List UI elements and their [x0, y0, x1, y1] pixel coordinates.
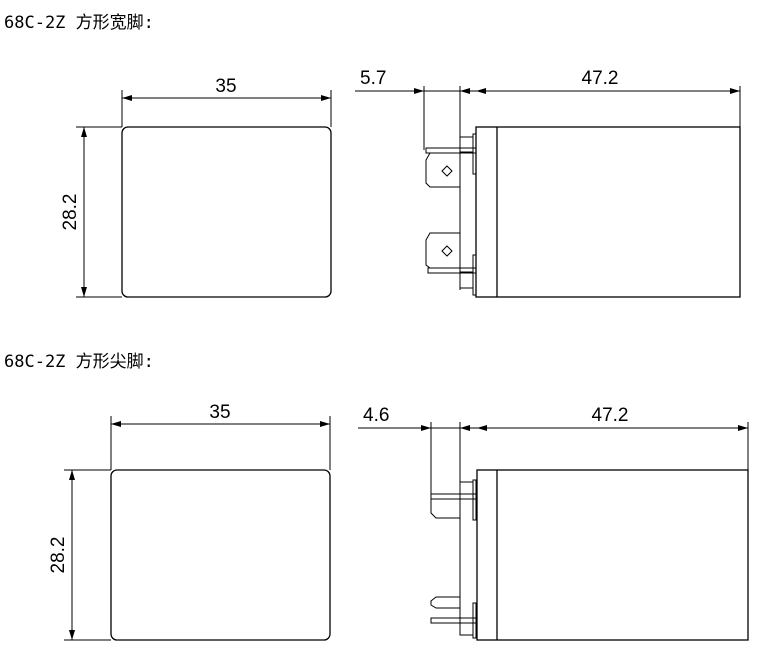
pin-offset-dimension: 5.7: [360, 68, 386, 89]
height-dimension: 28.2: [48, 537, 69, 574]
width-dimension: 35: [209, 402, 230, 423]
section-title-wide-pin: 68C-2Z 方形宽脚:: [4, 13, 154, 33]
front-view-pointed-pin: 35 28.2: [48, 402, 331, 641]
length-dimension: 47.2: [592, 405, 629, 426]
side-view-pointed-pin: 4.6 47.2: [358, 405, 749, 641]
pin-offset-dimension: 4.6: [363, 405, 389, 426]
terminal-hole-icon: [441, 245, 453, 257]
length-dimension: 47.2: [582, 68, 619, 89]
side-view-wide-pin: 5.7 47.2: [355, 68, 741, 298]
height-dimension: 28.2: [60, 194, 81, 231]
front-view-wide-pin: 35 28.2: [60, 76, 332, 298]
width-dimension: 35: [215, 76, 236, 97]
terminal-hole-icon: [441, 165, 453, 177]
section-title-pointed-pin: 68C-2Z 方形尖脚:: [4, 352, 154, 372]
